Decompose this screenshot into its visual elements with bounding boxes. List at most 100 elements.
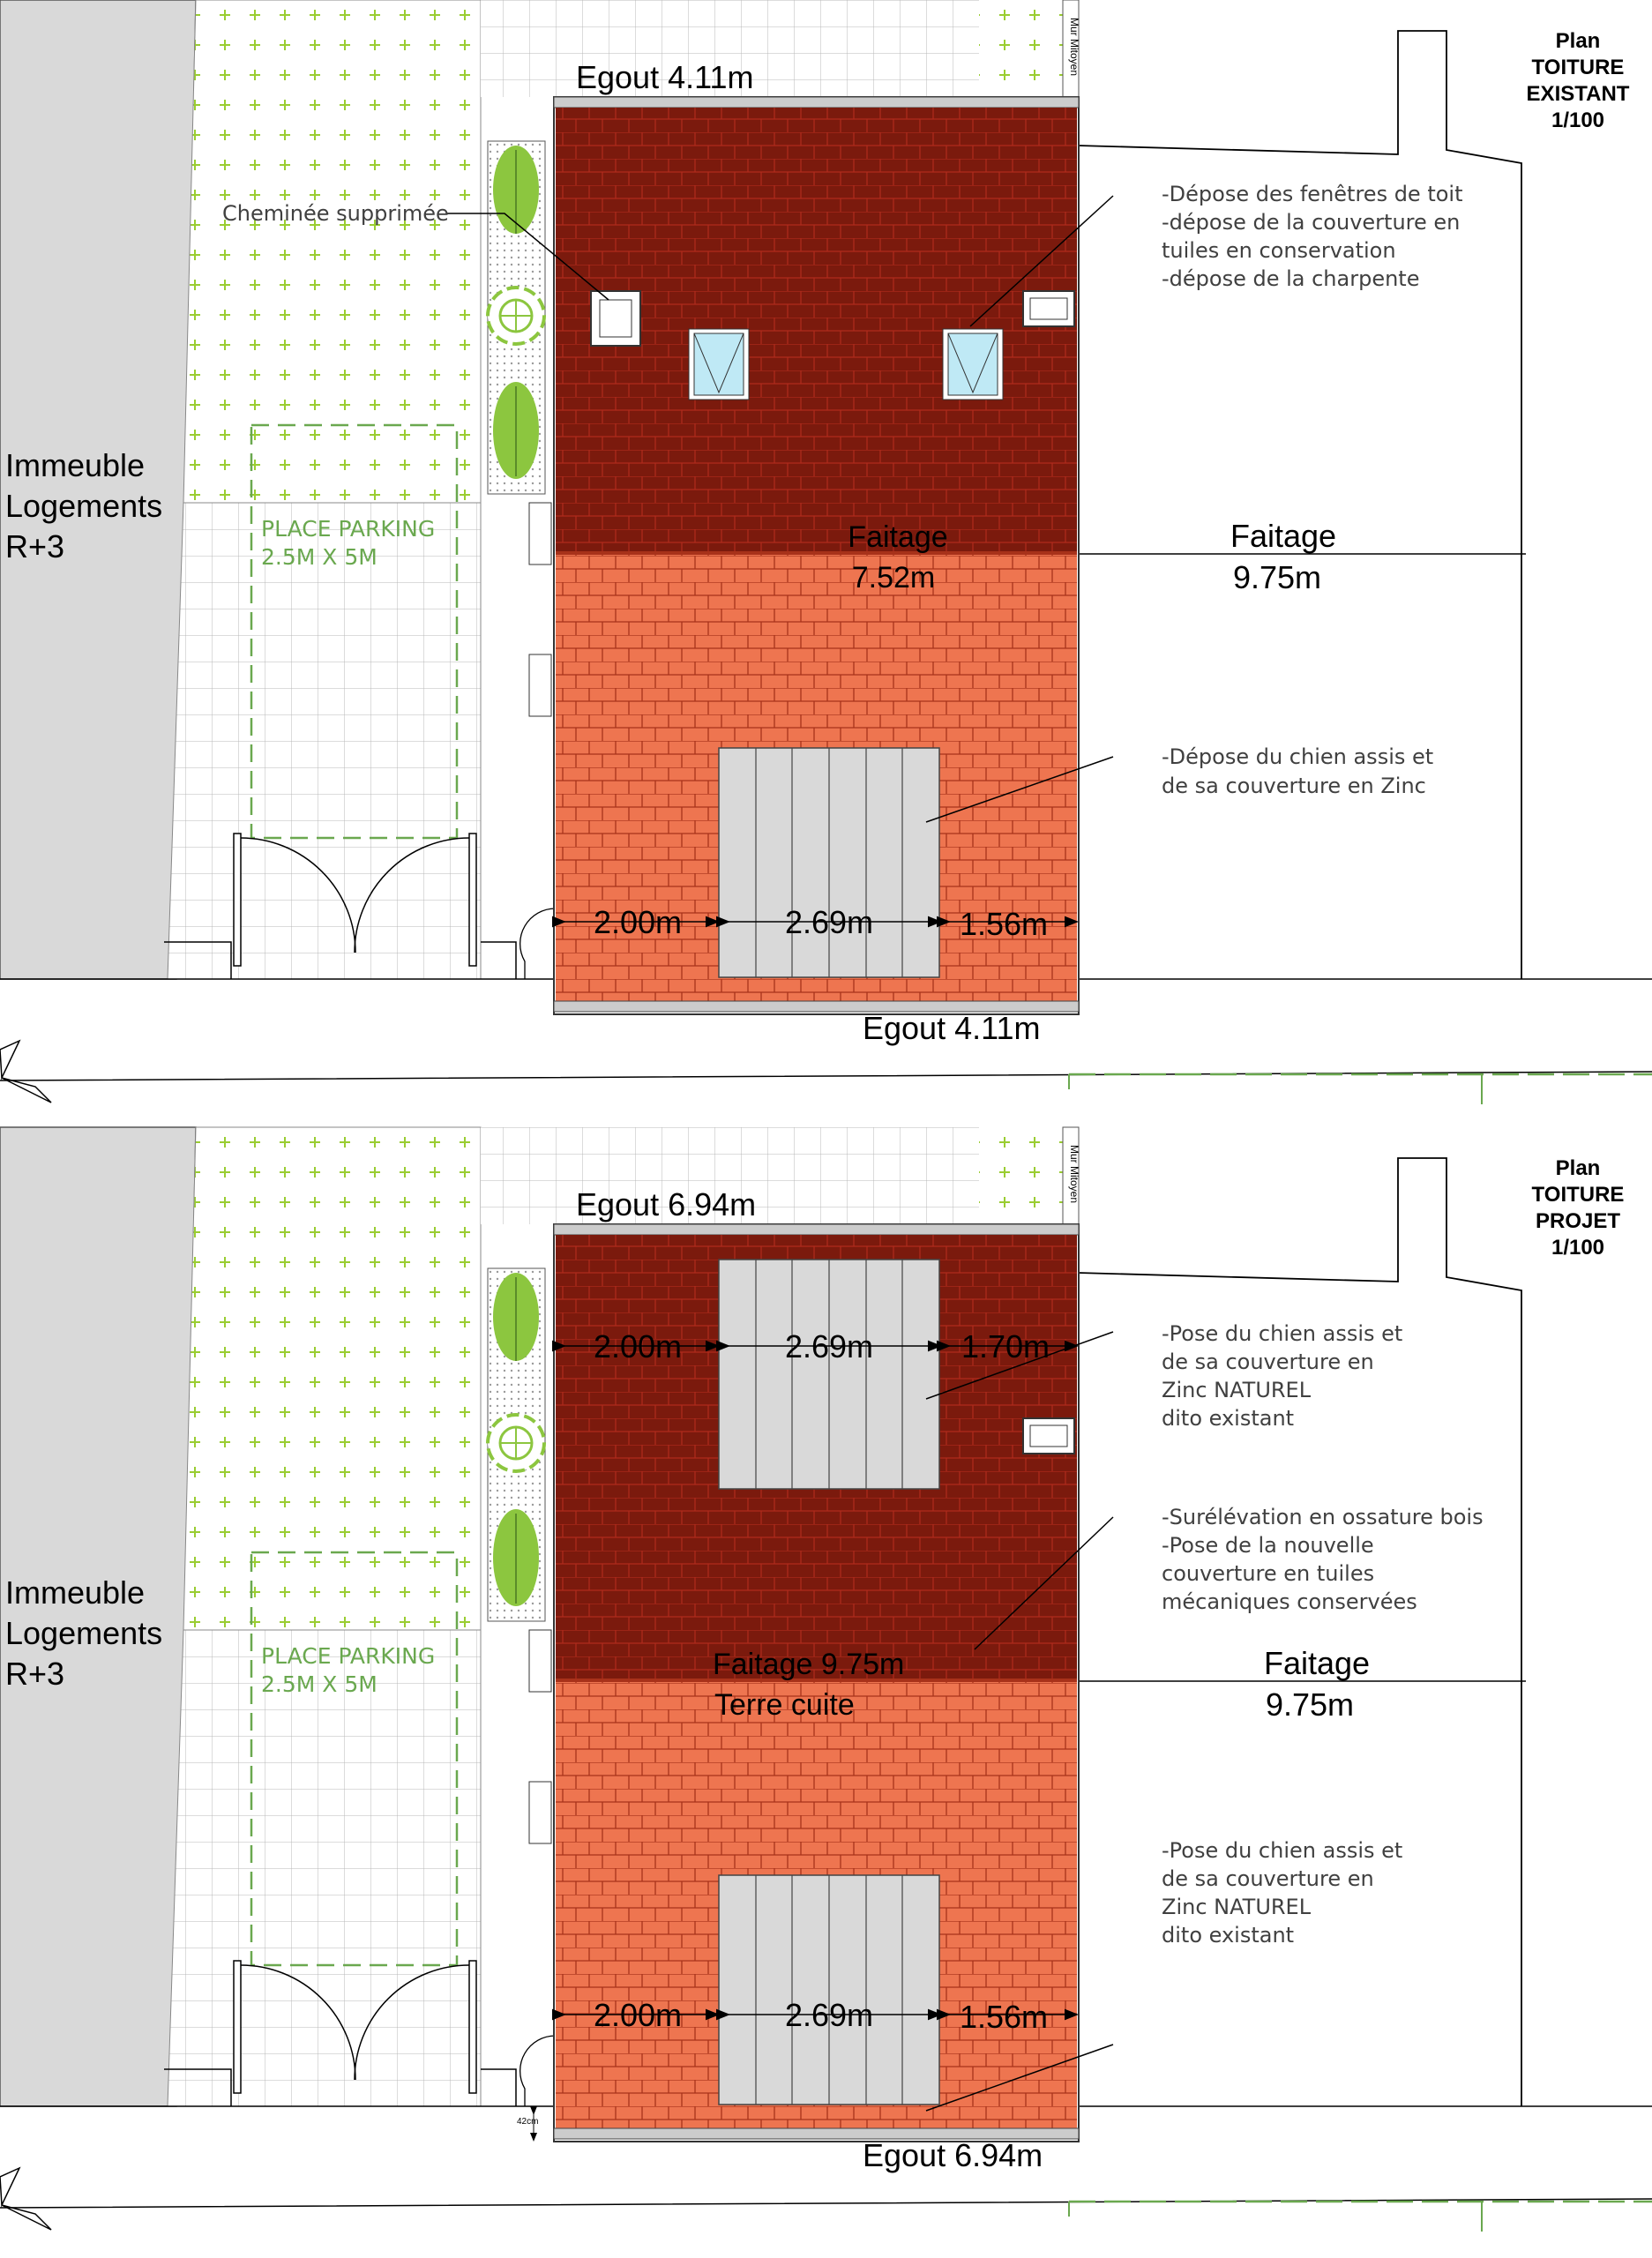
- right-building-outline: [1077, 1157, 1522, 2106]
- zinc-dormer-new: [718, 1259, 940, 1490]
- plan-title-1: Plan: [1556, 1156, 1601, 1180]
- dim-left: 2.00m: [594, 1997, 682, 2033]
- plan-title-1: Plan: [1556, 29, 1601, 53]
- neighbour-ridge-level: 9.75m: [1233, 559, 1321, 595]
- plant-icon: [493, 146, 539, 234]
- ridge-level: 7.52m: [852, 561, 936, 594]
- step-dim: 42cm: [517, 2117, 538, 2127]
- vent-inner: [1029, 297, 1068, 320]
- step-arc: [519, 908, 557, 979]
- paved-path: [481, 1127, 979, 1224]
- neighbour-ridge-label: Faitage: [1264, 1645, 1370, 1681]
- neighbour-label-1: Immeuble: [5, 447, 145, 483]
- raise-note-1: -Surélévation en ossature bois: [1162, 1505, 1484, 1529]
- zinc-dormer: [718, 747, 940, 978]
- dim-middle: 2.69m: [785, 1328, 873, 1365]
- new-dormer-note-1: -Pose du chien assis et: [1162, 1321, 1402, 1346]
- ridge-material: Terre cuite: [714, 1688, 855, 1722]
- double-gate: [164, 1960, 517, 2106]
- eave-level-top: Egout 4.11m: [576, 59, 753, 95]
- raise-note-3: couverture en tuiles: [1162, 1561, 1374, 1586]
- parking-label-2: 2.5M X 5M: [261, 1671, 377, 1697]
- dim-left: 2.00m: [594, 904, 682, 940]
- parking-label-1: PLACE PARKING: [261, 1643, 435, 1669]
- roof-note-2: -dépose de la couverture en: [1162, 210, 1460, 235]
- plan-scale: 1/100: [1551, 108, 1604, 132]
- downpipe: [528, 1629, 552, 1693]
- chimney-flue: [599, 299, 632, 338]
- dimension-lines: [530, 1340, 1079, 2142]
- downpipe: [528, 654, 552, 717]
- neighbour-ridge-label: Faitage: [1230, 518, 1336, 554]
- gutter-bottom: [553, 2127, 1080, 2140]
- eave-level-bottom: Egout 6.94m: [863, 2137, 1043, 2173]
- dormer-note-4: dito existant: [1162, 1923, 1294, 1948]
- parking-space: [250, 1551, 459, 1967]
- plant-icon: [493, 382, 539, 479]
- garden-strip: [979, 1127, 1063, 1224]
- dormer-note-2: de sa couverture en: [1162, 1866, 1374, 1891]
- dormer-note-2: de sa couverture en Zinc: [1162, 774, 1426, 798]
- plan-scale: 1/100: [1551, 1236, 1604, 1260]
- roof-note-1: -Dépose des fenêtres de toit: [1162, 182, 1463, 206]
- raise-note-2: -Pose de la nouvelle: [1162, 1533, 1374, 1558]
- plant-icon: [493, 1509, 539, 1606]
- paved-path: [481, 0, 979, 97]
- dormer-note-3: Zinc NATUREL: [1162, 1895, 1312, 1919]
- gutter-top: [553, 1223, 1080, 1236]
- roof-note-4: -dépose de la charpente: [1162, 266, 1419, 291]
- parking-label-2: 2.5M X 5M: [261, 544, 377, 570]
- paved-yard: [167, 502, 482, 980]
- gutter-bottom: [553, 1000, 1080, 1013]
- parking-space: [250, 423, 459, 840]
- double-gate: [164, 833, 517, 979]
- raise-note-4: mécaniques conservées: [1162, 1589, 1417, 1614]
- paved-yard: [167, 1629, 482, 2107]
- plan-title-3: PROJET: [1536, 1209, 1620, 1233]
- shrub-icon: [486, 286, 546, 346]
- north-arrow-icon: [0, 2166, 52, 2231]
- parking-label-1: PLACE PARKING: [261, 516, 435, 542]
- downpipe: [528, 502, 552, 565]
- dim-right: 1.70m: [961, 1328, 1050, 1365]
- eave-level-top: Egout 6.94m: [576, 1186, 756, 1222]
- vent-inner: [1029, 1424, 1068, 1447]
- party-wall-label: Mur Mitoyen: [1068, 18, 1080, 76]
- neighbour-label-3: R+3: [5, 528, 64, 564]
- existing-plan: Mur Mitoyen: [0, 0, 1652, 1104]
- leader-lines: [925, 1331, 1114, 2112]
- plant-icon: [493, 1273, 539, 1361]
- neighbour-label-2: Logements: [5, 1615, 162, 1651]
- dim-middle: 2.69m: [785, 904, 873, 940]
- north-arrow-icon: [0, 1039, 52, 1103]
- dim-right: 1.56m: [960, 906, 1048, 942]
- neighbour-ridge-level: 9.75m: [1266, 1686, 1354, 1723]
- dim-middle: 2.69m: [785, 1997, 873, 2033]
- skylight: [942, 328, 1004, 400]
- dim-right: 1.56m: [960, 1999, 1048, 2035]
- new-dormer-note-4: dito existant: [1162, 1406, 1294, 1431]
- party-wall-label: Mur Mitoyen: [1068, 1145, 1080, 1203]
- right-building-outline: [1077, 30, 1522, 979]
- ridge-label: Faitage 9.75m: [713, 1648, 904, 1681]
- shrub-icon: [486, 1413, 546, 1473]
- plan-title-2: TOITURE: [1532, 1183, 1625, 1207]
- dormer-note-1: -Pose du chien assis et: [1162, 1838, 1402, 1863]
- roof-note-3: tuiles en conservation: [1162, 238, 1396, 263]
- dormer-note-1: -Dépose du chien assis et: [1162, 744, 1433, 769]
- new-dormer-note-3: Zinc NATUREL: [1162, 1378, 1312, 1402]
- plan-title-2: TOITURE: [1532, 56, 1625, 79]
- ridge-label: Faitage: [848, 520, 947, 554]
- neighbour-label-3: R+3: [5, 1656, 64, 1692]
- project-plan: Mur Mitoyen: [0, 1126, 1652, 2232]
- leader-lines: [447, 195, 1114, 823]
- eave-level-bottom: Egout 4.11m: [863, 1010, 1040, 1046]
- downpipe: [528, 1781, 552, 1844]
- garden-area: [183, 1126, 482, 1631]
- neighbour-label-2: Logements: [5, 488, 162, 524]
- garden-area: [183, 0, 482, 504]
- chimney-note: Cheminée supprimée: [222, 201, 449, 226]
- garden-strip: [979, 0, 1063, 97]
- zinc-dormer: [718, 1874, 940, 2105]
